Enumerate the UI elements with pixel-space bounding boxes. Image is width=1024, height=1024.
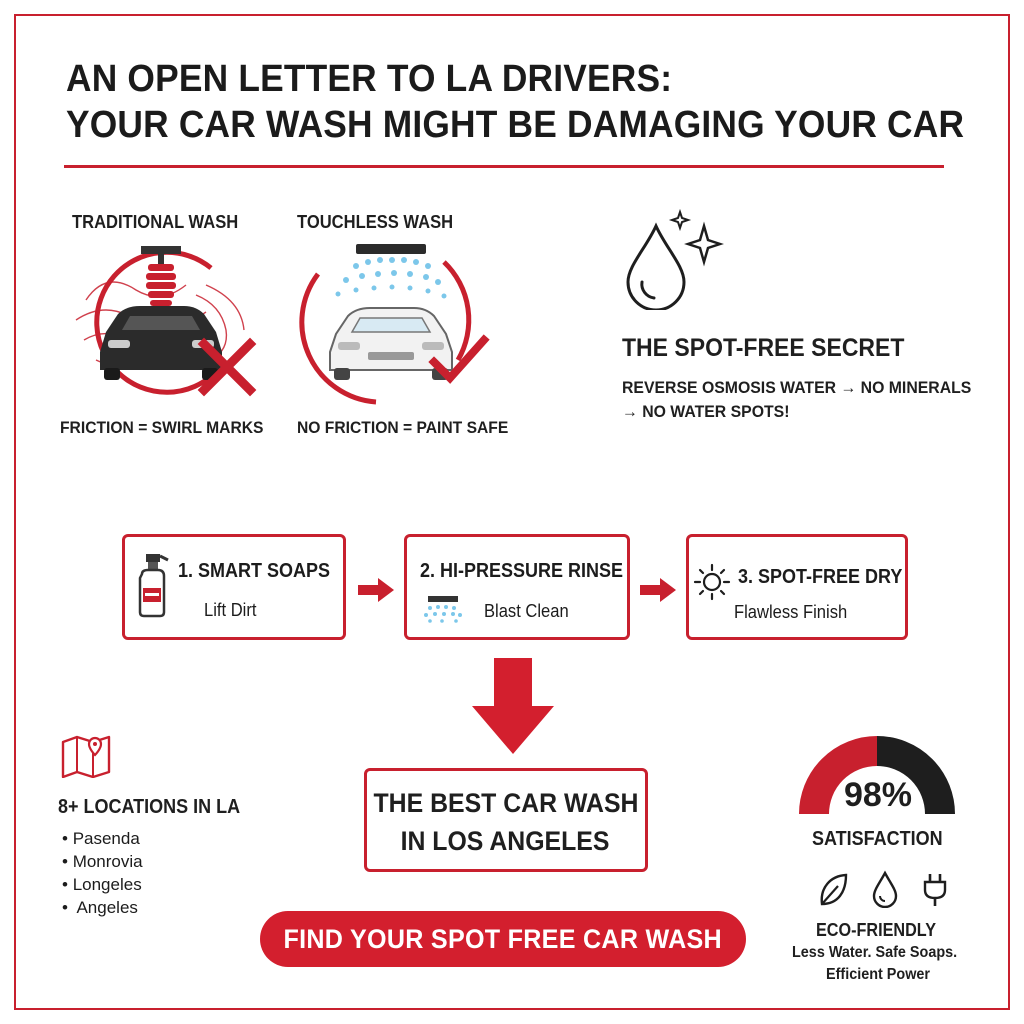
headline-line-2: YOUR CAR WASH MIGHT BE DAMAGING YOUR CAR [66,104,965,146]
step-3-subtitle: Flawless Finish [734,602,848,622]
leaf-icon [820,873,848,906]
location-item: • Angeles [62,898,138,917]
satisfaction-gauge [799,736,955,815]
satisfaction-value: 98% [843,776,913,814]
water-drop-sparkle-icon [626,208,724,310]
page-frame [14,14,1010,1010]
step-1-title: 1. SMART SOAPS [178,560,331,582]
traditional-wash-title: TRADITIONAL WASH [72,212,239,232]
touchless-wash-caption: NO FRICTION = PAINT SAFE [297,418,509,437]
best-car-wash-line-2: IN LOS ANGELES [400,826,610,856]
spray-bottle-icon [138,554,169,618]
spot-free-line-1: REVERSE OSMOSIS WATER → NO MINERALS [622,378,972,397]
step-3-title: 3. SPOT-FREE DRY [738,566,903,588]
step-2-card [404,534,630,640]
eco-line-1: Less Water. Safe Soaps. [792,944,958,961]
x-mark-icon [197,337,257,397]
headline-line-1: AN OPEN LETTER TO LA DRIVERS: [66,58,673,100]
sun-icon [693,563,731,601]
location-item: • Pasenda [62,829,140,848]
touchless-wash-title: TOUCHLESS WASH [297,212,454,232]
step-1-subtitle: Lift Dirt [204,600,257,620]
location-item: • Monrovia [62,852,143,871]
find-car-wash-button[interactable]: FIND YOUR SPOT FREE CAR WASH [260,911,746,967]
arrow-down-icon [472,658,554,754]
eco-line-2: Efficient Power [826,966,931,983]
water-drop-icon [872,870,898,908]
location-item: • Longeles [62,875,142,894]
satisfaction-label: SATISFACTION [812,828,943,850]
step-2-title: 2. HI-PRESSURE RINSE [420,560,624,582]
touchless-wash-car-icon [299,244,472,405]
step-2-subtitle: Blast Clean [484,601,569,621]
step-1-card [122,534,346,640]
eco-title: ECO-FRIENDLY [816,920,937,940]
check-mark-icon [428,334,490,384]
best-car-wash-line-1: THE BEST CAR WASH [373,788,639,818]
find-car-wash-label: FIND YOUR SPOT FREE CAR WASH [283,923,723,954]
step-3-card [686,534,908,640]
plug-icon [923,874,947,906]
locations-title: 8+ LOCATIONS IN LA [58,796,241,818]
spot-free-title: THE SPOT-FREE SECRET [622,334,905,362]
arrow-right-icon [640,578,676,602]
spot-free-line-2: → NO WATER SPOTS! [622,402,790,421]
best-car-wash-card [364,768,648,872]
map-pin-icon [61,735,111,778]
arrow-right-icon [358,578,394,602]
headline-divider [64,165,944,168]
friction-wash-car-icon [75,246,245,395]
traditional-wash-caption: FRICTION = SWIRL MARKS [60,418,264,437]
spray-nozzle-icon [424,596,462,623]
